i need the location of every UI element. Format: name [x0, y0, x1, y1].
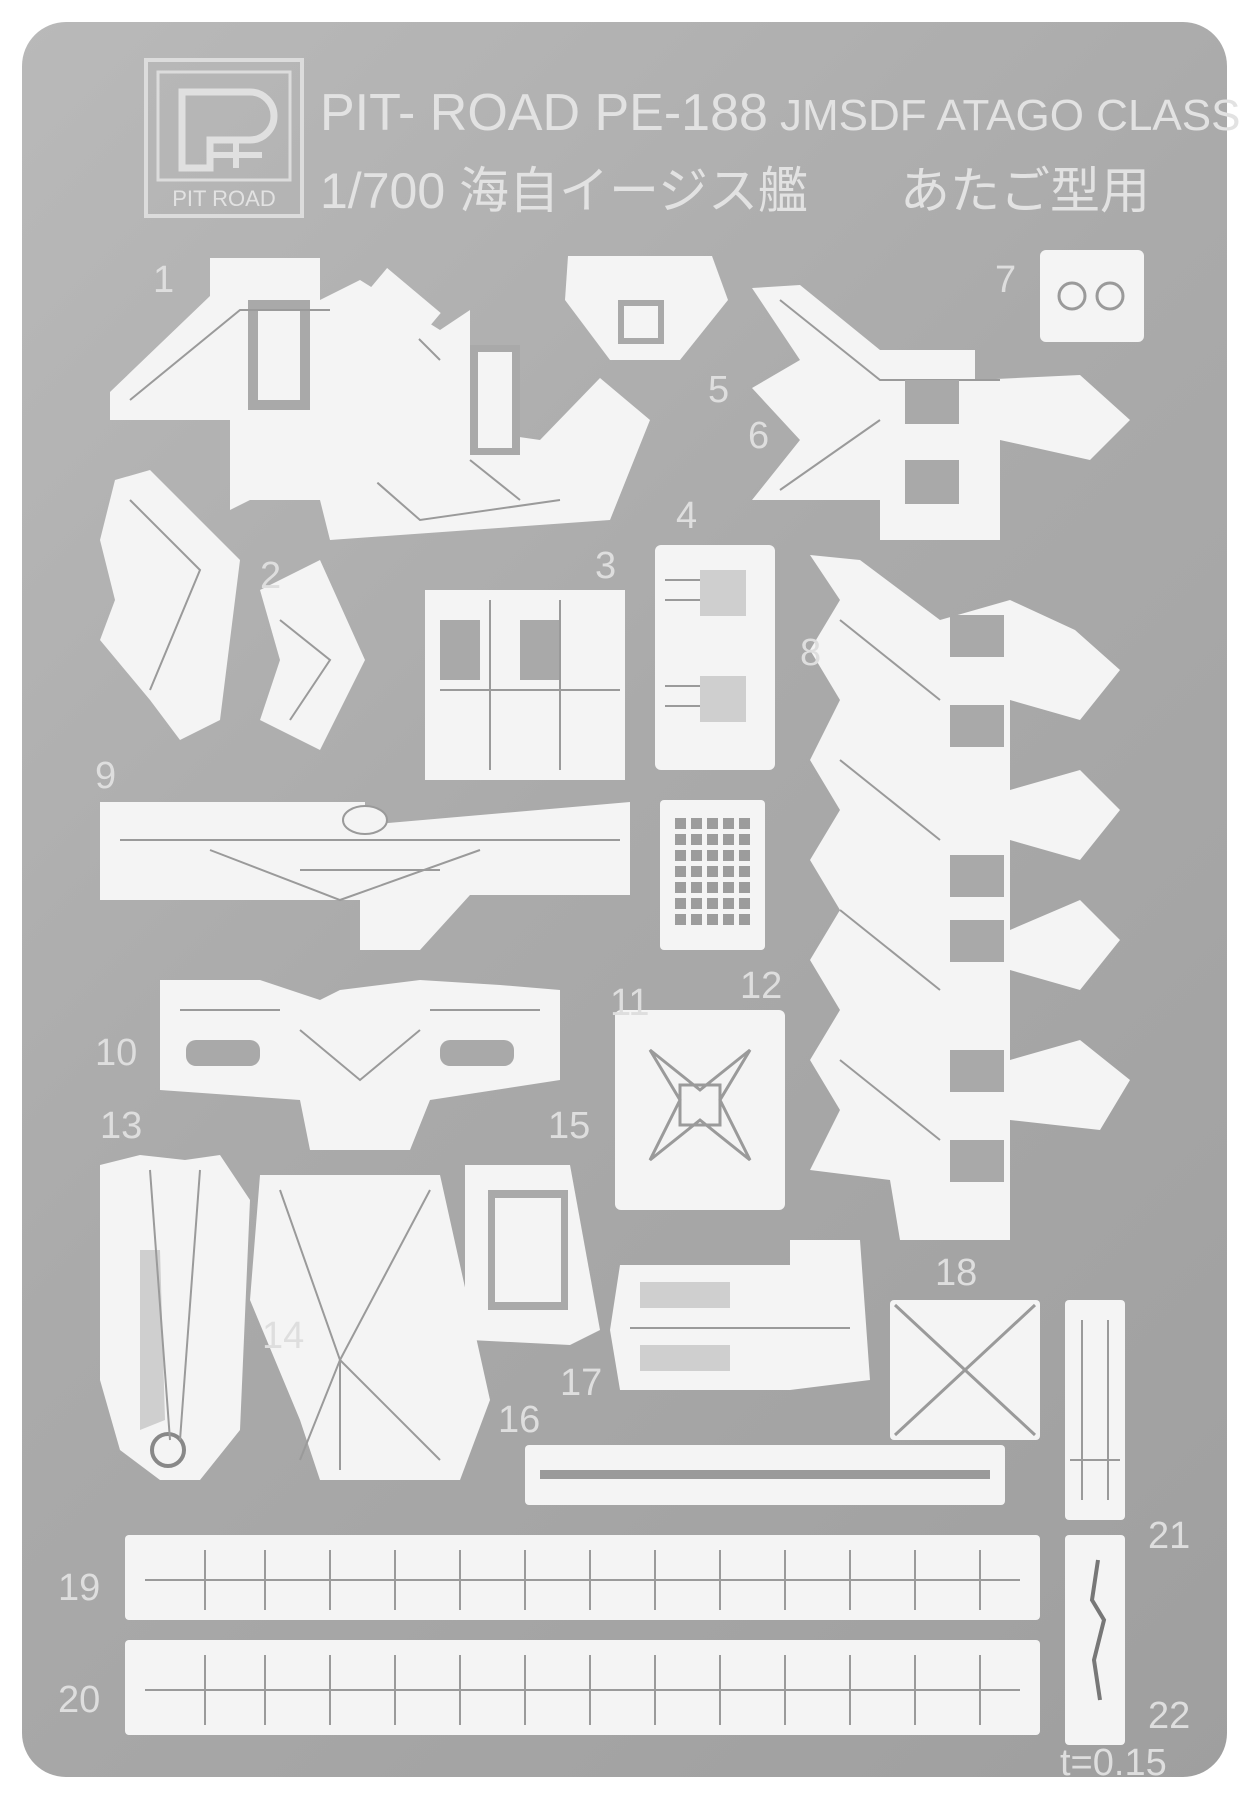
part-7 — [1040, 250, 1144, 342]
part-14 — [250, 1175, 490, 1480]
part-label-8: 8 — [800, 632, 821, 674]
part-22 — [1065, 1535, 1125, 1745]
part-label-20: 20 — [58, 1679, 100, 1721]
part-label-3: 3 — [595, 545, 616, 587]
part-label-13: 13 — [100, 1105, 142, 1147]
part-label-16: 16 — [498, 1399, 540, 1441]
pit-road-logo: PIT ROAD — [144, 58, 304, 218]
part-label-21: 21 — [1148, 1515, 1190, 1557]
part-label-11: 11 — [610, 982, 649, 1024]
part-19 — [125, 1535, 1040, 1620]
thickness-label: t=0.15 — [1060, 1742, 1167, 1784]
part-11 — [615, 1010, 785, 1210]
part-9 — [100, 802, 630, 950]
part-15 — [465, 1165, 600, 1345]
header-subtitle-en: JMSDF ATAGO CLASS — [780, 91, 1240, 140]
part-20 — [125, 1640, 1040, 1735]
part-16 — [525, 1445, 1005, 1505]
part-8 — [810, 555, 1130, 1240]
part-label-4: 4 — [676, 495, 697, 537]
part-label-22: 22 — [1148, 1695, 1190, 1737]
part-10 — [160, 980, 560, 1150]
part-3 — [425, 590, 625, 780]
part-label-15: 15 — [548, 1105, 590, 1147]
part-label-12: 12 — [740, 965, 782, 1007]
part-17 — [610, 1240, 870, 1390]
part-label-6: 6 — [748, 415, 769, 457]
part-1 — [110, 258, 650, 540]
part-18 — [890, 1300, 1040, 1440]
part-label-19: 19 — [58, 1567, 100, 1609]
part-4 — [655, 545, 775, 770]
part-label-7: 7 — [995, 259, 1016, 301]
part-label-5: 5 — [708, 369, 729, 411]
header-scale: 1/700 海自イージス艦 — [320, 163, 808, 219]
part-label-1: 1 — [153, 259, 174, 301]
part-label-14: 14 — [262, 1315, 304, 1357]
part-label-10: 10 — [95, 1032, 137, 1074]
part-label-17: 17 — [560, 1362, 602, 1404]
part-6 — [752, 285, 1130, 540]
logo-text: PIT ROAD — [172, 186, 276, 211]
part-label-2: 2 — [260, 555, 281, 597]
part-5 — [565, 256, 728, 360]
part-2 — [100, 470, 365, 750]
part-13 — [100, 1155, 250, 1480]
part-label-9: 9 — [95, 755, 116, 797]
part-21 — [1065, 1300, 1125, 1520]
part-label-18: 18 — [935, 1252, 977, 1294]
header-subtitle-jp: あたご型用 — [900, 163, 1150, 219]
header-title: PIT- ROAD PE-188 — [320, 84, 768, 142]
part-12 — [660, 800, 765, 950]
